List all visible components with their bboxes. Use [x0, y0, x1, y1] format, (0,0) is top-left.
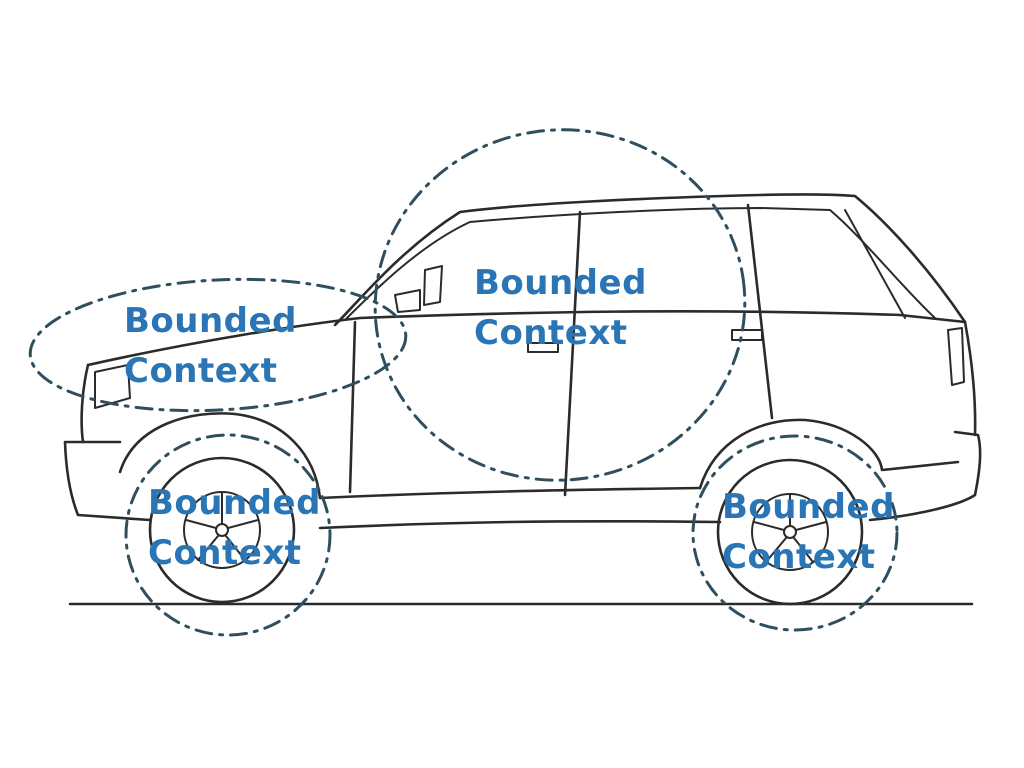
boundary-rear-wheel [691, 434, 899, 632]
context-label-line: Context [474, 313, 628, 353]
boundary-cabin [373, 128, 747, 482]
context-label-cabin: Bounded Context [474, 258, 647, 358]
rear-wheel [716, 458, 864, 606]
context-label-rear-wheel: Bounded Context [722, 482, 895, 582]
context-label-line: Bounded [722, 487, 895, 527]
car-body [63, 193, 982, 530]
context-label-line: Bounded [474, 263, 647, 303]
context-label-line: Bounded [148, 483, 321, 523]
front-wheel [148, 456, 296, 604]
context-label-line: Context [722, 537, 876, 577]
context-label-engine: Bounded Context [124, 296, 297, 396]
boundary-front-wheel [124, 433, 332, 637]
context-label-front-wheel: Bounded Context [148, 478, 321, 578]
context-label-line: Bounded [124, 301, 297, 341]
boundary-engine [28, 277, 408, 413]
context-label-line: Context [124, 351, 278, 391]
context-label-line: Context [148, 533, 302, 573]
